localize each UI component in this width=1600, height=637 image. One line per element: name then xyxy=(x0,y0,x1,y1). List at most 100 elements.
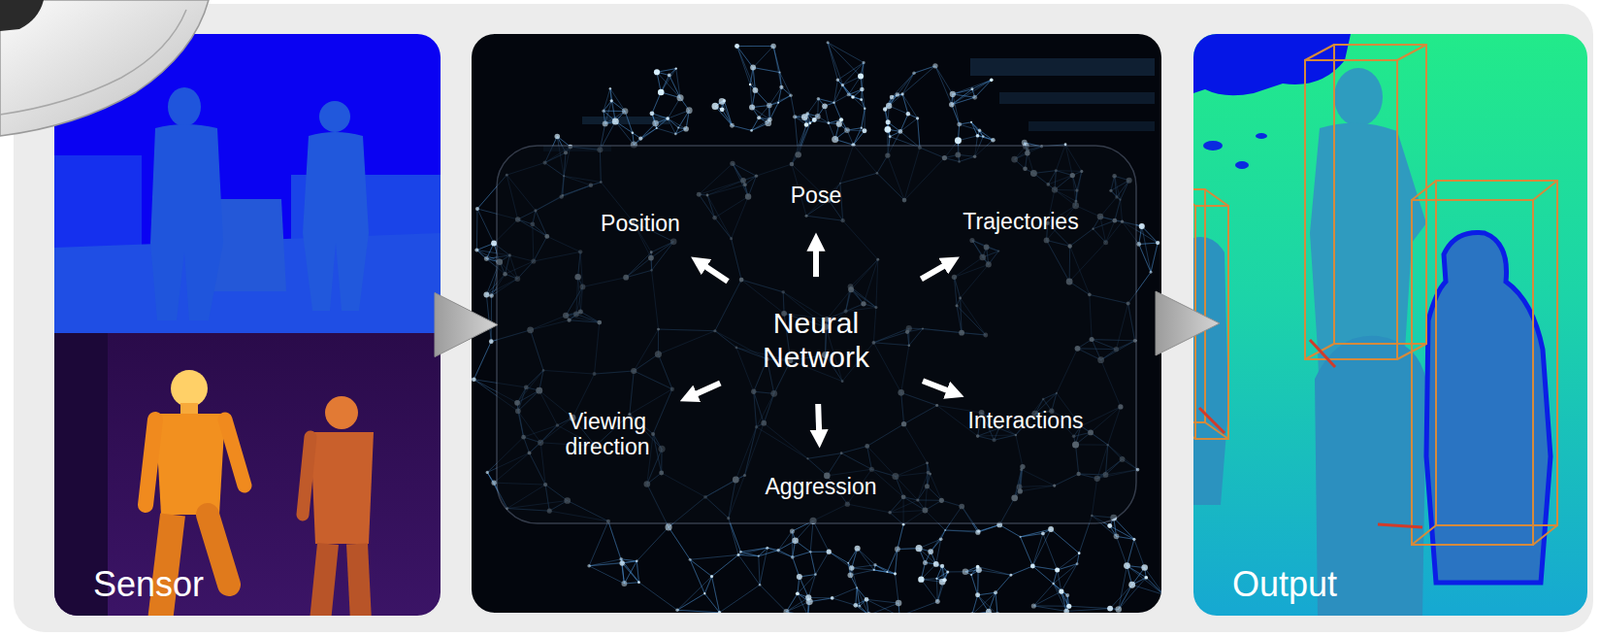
mesh-line xyxy=(978,523,1000,532)
mesh-line xyxy=(792,551,811,556)
mesh-line xyxy=(588,521,609,566)
mesh-dot xyxy=(888,134,892,138)
mesh-line xyxy=(1057,553,1080,570)
mesh-line xyxy=(486,293,491,341)
mesh-line xyxy=(977,135,993,140)
mesh-line xyxy=(1020,536,1034,566)
mesh-line xyxy=(895,573,900,603)
mesh-line xyxy=(731,125,752,131)
mesh-line xyxy=(834,102,842,121)
mesh-dot xyxy=(683,126,689,132)
mesh-line xyxy=(832,597,856,605)
mesh-line xyxy=(1053,583,1068,595)
mesh-dot xyxy=(826,40,830,44)
mesh-line xyxy=(636,560,639,583)
mesh-line xyxy=(603,110,625,112)
mesh-line xyxy=(857,548,876,565)
mesh-line xyxy=(945,529,979,532)
mesh-line xyxy=(792,556,800,577)
mesh-line xyxy=(971,574,979,595)
mesh-line xyxy=(633,128,656,145)
mesh-line xyxy=(951,104,960,125)
mesh-line xyxy=(815,551,829,574)
mesh-line xyxy=(610,88,616,122)
mesh-dot xyxy=(854,545,861,552)
mesh-dot xyxy=(635,559,639,563)
mesh-dot xyxy=(612,118,620,126)
sensor-image xyxy=(54,33,441,616)
mesh-line xyxy=(667,110,689,119)
mesh-dot xyxy=(703,591,706,594)
mesh-dot xyxy=(555,133,561,140)
mesh-line xyxy=(751,117,760,131)
mesh-line xyxy=(715,105,732,126)
mesh-dot xyxy=(764,119,772,127)
mesh-line xyxy=(603,88,611,111)
mesh-line xyxy=(1033,604,1069,606)
mesh-dot xyxy=(675,66,678,69)
mesh-line xyxy=(995,574,1012,592)
thermal-head xyxy=(325,395,359,429)
mesh-line xyxy=(677,609,719,612)
mesh-line xyxy=(952,94,976,98)
mesh-line xyxy=(723,100,732,126)
mesh-line xyxy=(837,62,864,80)
mesh-dot xyxy=(940,563,945,568)
mesh-dot xyxy=(490,240,497,247)
mesh-line xyxy=(778,550,793,557)
mesh-dot xyxy=(948,101,954,107)
mesh-line xyxy=(752,67,781,73)
mesh-line xyxy=(1126,538,1134,565)
mesh-dot xyxy=(609,87,613,91)
mesh-line xyxy=(914,65,936,73)
mesh-dot xyxy=(688,557,692,561)
outer-panel xyxy=(13,3,1594,632)
mesh-line xyxy=(978,591,996,595)
mesh-dot xyxy=(765,546,769,550)
mesh-line xyxy=(752,67,781,73)
mesh-line xyxy=(1050,528,1079,554)
mesh-dot xyxy=(895,599,903,607)
mesh-line xyxy=(1011,565,1033,575)
mesh-line xyxy=(621,562,639,583)
mesh-line xyxy=(1020,528,1052,537)
mesh-line xyxy=(849,569,874,575)
mesh-line xyxy=(832,587,857,598)
mesh-line xyxy=(721,109,732,126)
depth-wall xyxy=(54,155,142,253)
mesh-line xyxy=(778,95,791,102)
mesh-line xyxy=(638,582,678,611)
mesh-dot xyxy=(898,129,904,134)
mesh-dot xyxy=(776,548,780,552)
mesh-line xyxy=(902,65,936,95)
mesh-dot xyxy=(972,95,978,100)
mesh-line xyxy=(1150,242,1158,272)
mesh-line xyxy=(978,523,1000,532)
mesh-line xyxy=(977,135,993,140)
mesh-line xyxy=(899,601,938,613)
mesh-line xyxy=(810,551,816,574)
mesh-line xyxy=(785,601,810,612)
mesh-line xyxy=(827,42,843,86)
mesh-line xyxy=(624,111,633,133)
mesh-line xyxy=(712,554,739,576)
mesh-line xyxy=(1066,608,1111,612)
mesh-line xyxy=(875,564,895,574)
mesh-line xyxy=(773,45,782,87)
mesh-dot xyxy=(737,553,741,556)
mesh-line xyxy=(917,118,920,148)
mesh-dot xyxy=(490,480,496,486)
mesh-dot xyxy=(831,135,839,143)
mesh-dot xyxy=(718,610,721,613)
mesh-line xyxy=(1116,535,1128,565)
mesh-line xyxy=(677,576,712,611)
mesh-dot xyxy=(922,559,928,565)
mesh-line xyxy=(827,42,864,64)
mesh-dot xyxy=(862,61,866,65)
mesh-line xyxy=(810,520,814,552)
mesh-line xyxy=(669,74,681,98)
mesh-line xyxy=(677,609,719,612)
thermal-leg xyxy=(207,514,229,585)
mesh-dot xyxy=(857,73,864,80)
mesh-line xyxy=(652,92,661,114)
